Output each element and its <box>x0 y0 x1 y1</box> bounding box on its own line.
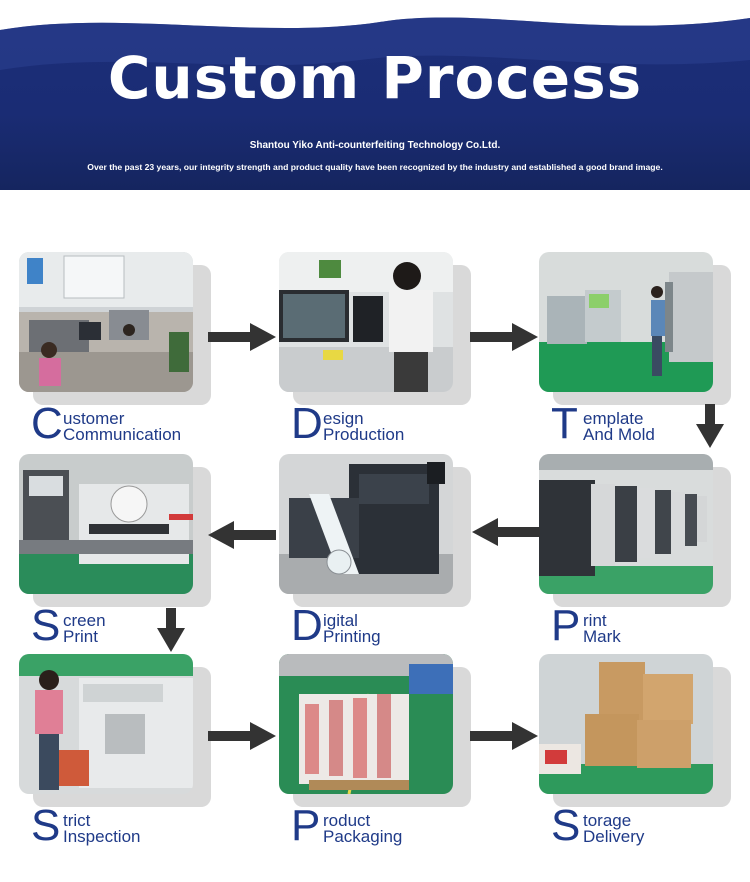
arrow-right-icon <box>208 722 276 750</box>
designer-photo <box>279 252 453 392</box>
arrow-right-icon <box>208 323 276 351</box>
step-label-line2: Print <box>63 628 98 645</box>
label-rolls-photo <box>279 654 453 794</box>
step-product-packaging: P roduct Packaging <box>279 654 474 854</box>
inspection-photo <box>19 654 193 794</box>
page-title: Custom Process <box>0 44 750 112</box>
screen-printer-photo <box>19 454 193 594</box>
step-print-mark: P rint Mark <box>539 454 734 654</box>
step-initial: C <box>31 402 63 446</box>
step-label-line2: Inspection <box>63 828 141 845</box>
step-storage-delivery: S torage Delivery <box>539 654 734 854</box>
step-label-line2: Communication <box>63 426 181 443</box>
digital-printer-photo <box>279 454 453 594</box>
factory-photo <box>539 252 713 392</box>
step-label-line2: Production <box>323 426 404 443</box>
cartons-photo <box>539 654 713 794</box>
arrow-down-icon <box>157 608 185 652</box>
step-initial: D <box>291 604 323 648</box>
step-initial: P <box>291 804 320 848</box>
arrow-right-icon <box>470 323 538 351</box>
step-initial: D <box>291 402 323 446</box>
office-photo <box>19 252 193 392</box>
step-initial: S <box>31 604 60 648</box>
step-design-production: D esign Production <box>279 252 474 452</box>
step-strict-inspection: S trict Inspection <box>19 654 214 854</box>
press-line-photo <box>539 454 713 594</box>
step-label-line2: Packaging <box>323 828 402 845</box>
step-customer-communication: C ustomer Communication <box>19 252 214 452</box>
step-initial: T <box>551 402 578 446</box>
step-label-line2: And Mold <box>583 426 655 443</box>
step-initial: S <box>31 804 60 848</box>
company-name: Shantou Yiko Anti-counterfeiting Technol… <box>0 140 750 151</box>
arrow-left-icon <box>472 518 540 546</box>
step-label-line2: Mark <box>583 628 621 645</box>
step-label-line2: Delivery <box>583 828 644 845</box>
arrow-down-icon <box>696 404 724 448</box>
arrow-left-icon <box>208 521 276 549</box>
header-banner: Custom Process Shantou Yiko Anti-counter… <box>0 0 750 190</box>
banner-subtitle: Over the past 23 years, our integrity st… <box>0 162 750 172</box>
step-initial: P <box>551 604 580 648</box>
step-digital-printing: D igital Printing <box>279 454 474 654</box>
step-initial: S <box>551 804 580 848</box>
step-label-line2: Printing <box>323 628 381 645</box>
arrow-right-icon <box>470 722 538 750</box>
